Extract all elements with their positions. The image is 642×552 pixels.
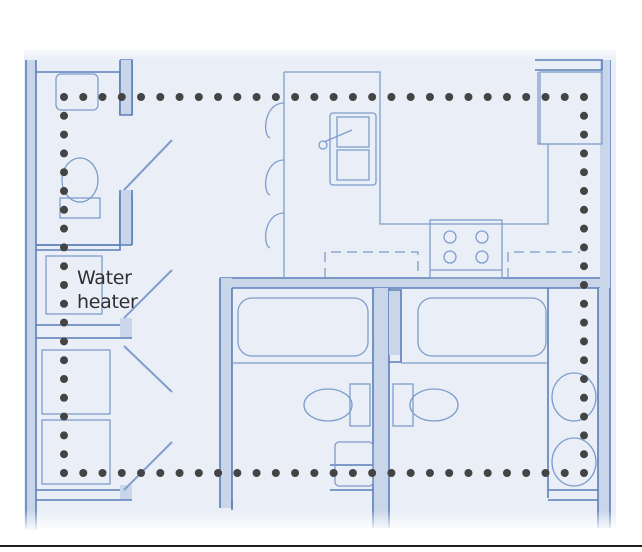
water-heater — [45, 255, 103, 315]
water-heater-label-line1: Water — [77, 267, 132, 289]
kitchen — [264, 71, 603, 279]
bathrooms — [232, 297, 597, 487]
sink-left — [334, 441, 374, 487]
water-heater-label-line2: heater — [77, 291, 138, 313]
bar-stool — [264, 102, 285, 139]
fade-top — [20, 44, 620, 60]
bottom-divider — [0, 545, 642, 547]
blueprint-paper — [24, 50, 616, 528]
bathtub-left — [237, 297, 369, 357]
bathtub-right — [417, 297, 547, 357]
toilet-right — [409, 388, 459, 422]
toilet-left — [303, 388, 353, 422]
half-bath — [55, 73, 173, 219]
double-sink — [329, 112, 377, 186]
vanity-sink-top — [551, 372, 597, 422]
washer — [41, 349, 111, 415]
dotted-boundary — [60, 93, 588, 477]
walls — [25, 59, 611, 530]
toilet — [61, 157, 99, 203]
dryer — [41, 419, 111, 485]
utility — [41, 255, 173, 491]
bar-stool — [264, 159, 285, 196]
vanity-sink-bottom — [551, 437, 597, 487]
door-swing — [123, 139, 173, 191]
cooktop — [429, 219, 503, 279]
bar-stool — [264, 212, 285, 249]
sink — [55, 73, 99, 111]
water-heater-label: Water heater — [77, 266, 138, 314]
fade-bottom — [20, 510, 620, 532]
